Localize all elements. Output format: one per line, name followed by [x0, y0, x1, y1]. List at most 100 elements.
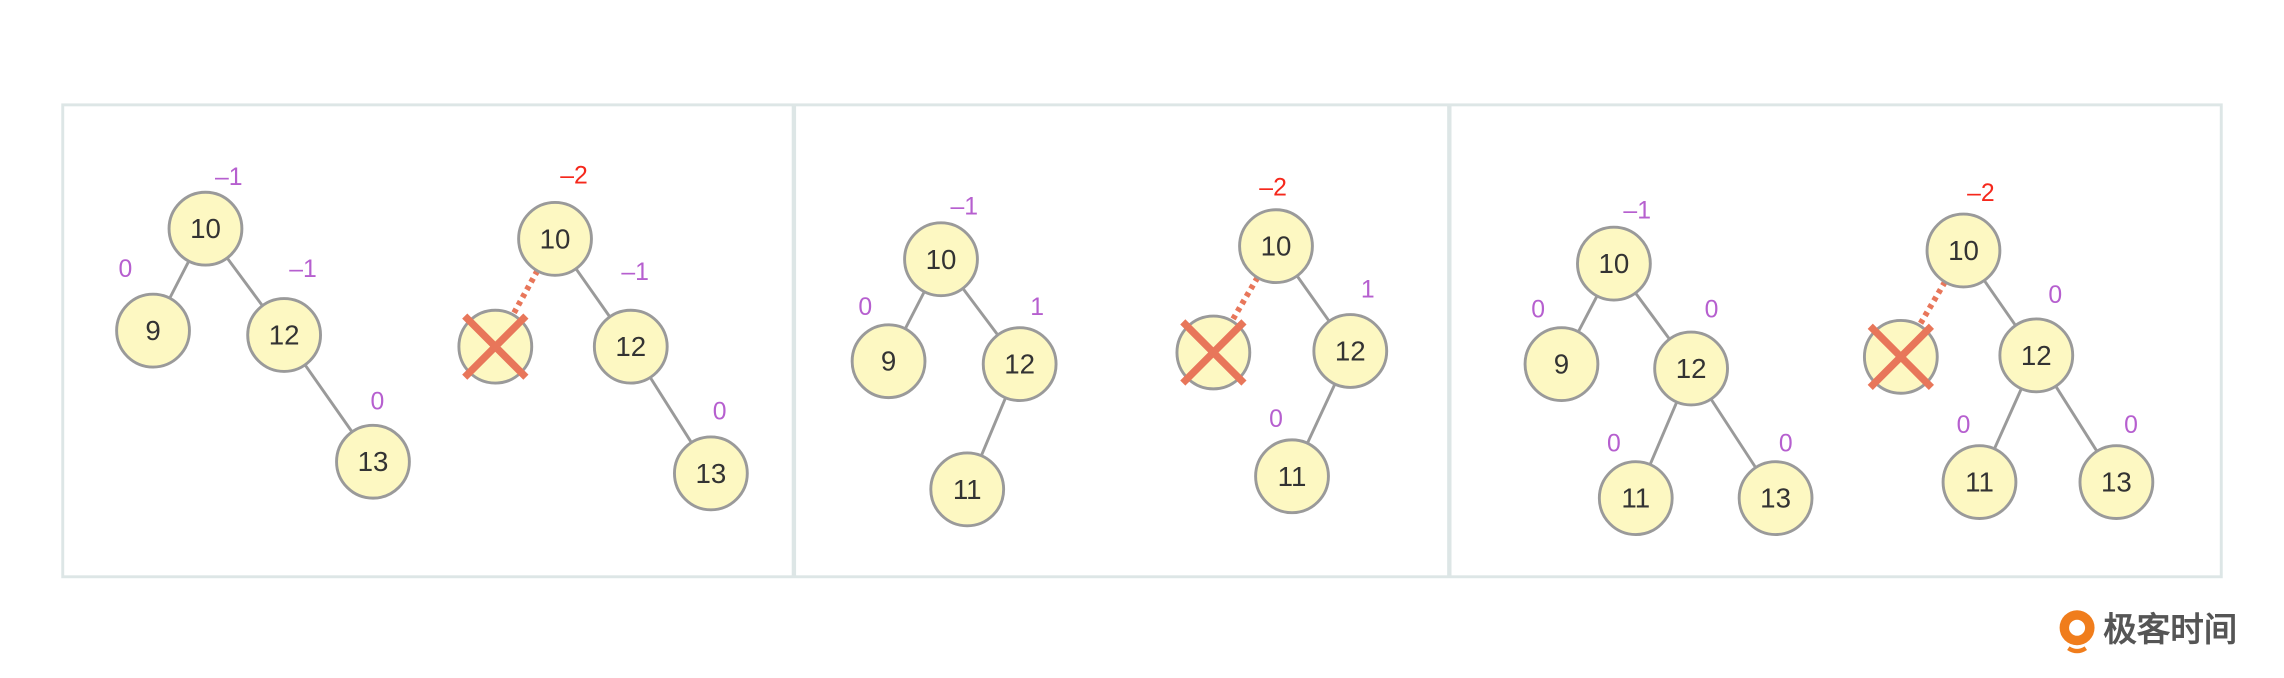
- tree-edge: [1983, 279, 2017, 327]
- tree-node: 10 –2: [517, 163, 593, 277]
- node-circle: [1523, 326, 1600, 402]
- node-circle: [1998, 317, 2075, 394]
- deleted-node: [1175, 314, 1252, 391]
- balance-factor-unbalanced: –2: [1259, 174, 1287, 201]
- node-value: 13: [358, 446, 389, 477]
- balance-factor: –1: [215, 164, 243, 191]
- tree-node: 110: [1597, 431, 1674, 536]
- node-value: 12: [269, 319, 300, 350]
- balance-factor: 0: [713, 399, 727, 426]
- node-circle: [1576, 225, 1652, 302]
- node-value: 9: [145, 315, 160, 346]
- balance-factor: 0: [2048, 282, 2062, 309]
- tree-edge: [2054, 385, 2099, 453]
- node-value: 13: [695, 458, 726, 489]
- tree-node: 11 0: [1254, 406, 1330, 515]
- tree-edge: [1577, 295, 1599, 333]
- node-circle: [1737, 460, 1814, 536]
- tree-after-delete: 10 –2 12–1 13 0: [457, 163, 749, 512]
- tree-node: 12 –1: [246, 256, 322, 373]
- node-value: 11: [1965, 467, 1994, 498]
- node-circle: [1925, 212, 2002, 289]
- diagram-frame: [61, 103, 2223, 579]
- node-circle: [1653, 330, 1729, 407]
- node-circle: [1312, 313, 1389, 389]
- balance-factor: 0: [370, 388, 384, 415]
- tree-edge: [168, 260, 191, 299]
- tree-node: 121: [1312, 276, 1389, 389]
- logo-text: 极客时间: [2103, 610, 2237, 649]
- tree-node: 12–1: [592, 259, 669, 385]
- node-value: 10: [926, 244, 957, 275]
- node-circle: [592, 308, 669, 385]
- node-circle: [929, 451, 1006, 528]
- node-circle: [1238, 208, 1314, 285]
- balance-factor: 0: [1957, 412, 1971, 439]
- tree-node: 10 –2: [1925, 180, 2002, 289]
- deleted-node: [1862, 318, 1939, 395]
- node-value: 11: [1278, 461, 1307, 492]
- node-value: 10: [1948, 235, 1979, 266]
- tree-edge: [1993, 388, 2023, 450]
- balance-factor: 0: [118, 256, 132, 283]
- balance-factor: –1: [289, 256, 317, 283]
- balance-factor: 1: [1030, 294, 1044, 321]
- node-circle: [246, 297, 322, 373]
- node-circle: [115, 292, 191, 369]
- node-value: 9: [1554, 349, 1569, 380]
- node-value: 13: [2101, 467, 2132, 498]
- tree-node: 120: [1998, 282, 2075, 394]
- node-value: 11: [953, 474, 982, 505]
- balance-factor: 0: [1779, 431, 1793, 458]
- tree-node: 13 0: [673, 399, 749, 512]
- balance-factor-unbalanced: –2: [1967, 180, 1995, 207]
- tree-edge: [303, 363, 354, 433]
- tree-edge: [979, 397, 1007, 457]
- delete-x-icon: [1180, 319, 1247, 386]
- node-value: 9: [881, 346, 896, 377]
- tree-edge: [1295, 275, 1331, 323]
- deleted-node: [457, 308, 534, 385]
- balance-factor: 0: [1705, 297, 1719, 324]
- balance-factor-unbalanced: –2: [560, 163, 588, 190]
- tree-edge: [1648, 401, 1679, 466]
- node-circle: [903, 221, 979, 298]
- tree-node: 10–1: [1576, 198, 1652, 302]
- delete-x-icon: [1867, 323, 1934, 391]
- node-circle: [981, 326, 1058, 402]
- tree-edge: [1306, 383, 1337, 444]
- tree-edge: [648, 376, 693, 444]
- node-circle: [1254, 438, 1330, 515]
- node-circle: [517, 200, 593, 277]
- node-value: 12: [1004, 349, 1035, 380]
- tree-node: 12 1: [981, 294, 1058, 402]
- tree-edge: [1634, 292, 1671, 341]
- node-value: 12: [1676, 353, 1707, 384]
- tree-node: 10–1: [903, 193, 979, 298]
- tree-node: 90: [115, 256, 191, 369]
- node-circle: [1941, 444, 2018, 520]
- node-circle: [335, 423, 411, 500]
- tree-node: 13 0: [335, 388, 411, 500]
- node-value: 10: [540, 223, 571, 254]
- logo-icon: [2059, 610, 2095, 654]
- balance-factor: 0: [858, 294, 872, 321]
- tree-after-delete: 10 –2 120 11 0 13 0: [1862, 180, 2155, 520]
- tree-node: 90: [1523, 297, 1600, 402]
- node-value: 12: [1335, 336, 1366, 367]
- node-circle: [673, 435, 749, 512]
- tree-node: 11 0: [1941, 412, 2018, 520]
- balance-factor: 0: [1269, 406, 1283, 433]
- node-value: 12: [615, 331, 646, 362]
- delete-x-icon: [462, 313, 529, 380]
- logo: 极客时间: [2059, 610, 2237, 654]
- tree-node: 90: [850, 294, 927, 400]
